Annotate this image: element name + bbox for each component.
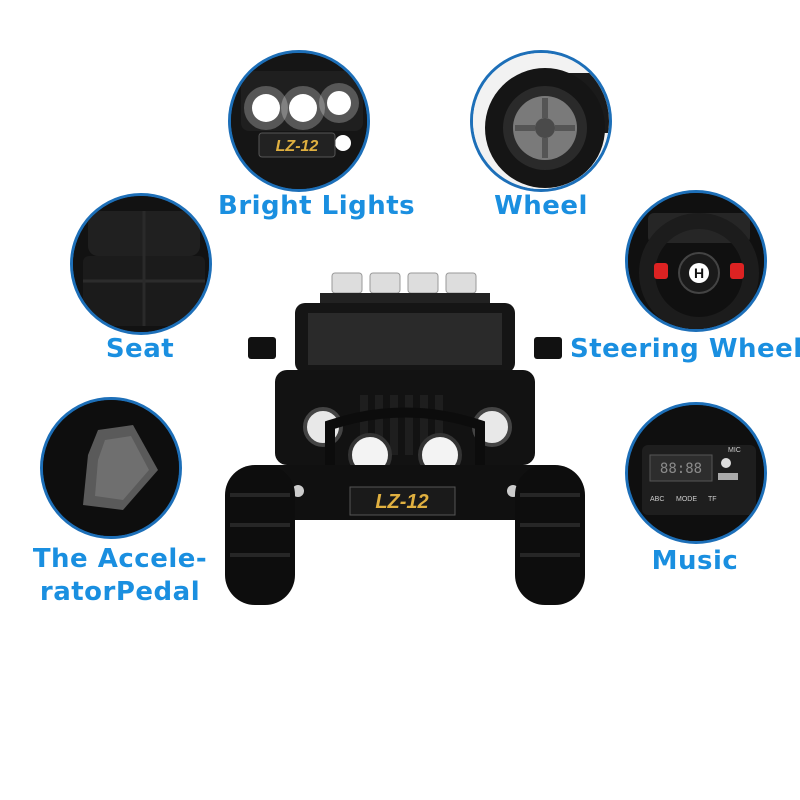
accelerator-pedal-label-line2: ratorPedal: [39, 576, 201, 607]
seat-label: Seat: [105, 334, 175, 364]
music-panel-tf: TF: [708, 496, 717, 503]
music-panel-abc: ABC: [650, 496, 664, 503]
svg-text:H: H: [694, 265, 704, 281]
accelerator-pedal-label-line1: The Accele-: [32, 544, 208, 574]
wheel-label: Wheel: [494, 191, 588, 221]
license-plate: LZ-12: [375, 491, 428, 513]
music-panel-photo: 88:88 ABC MODE TF MIC: [625, 402, 767, 544]
wheel-photo: [470, 50, 612, 192]
music-label: Music: [651, 546, 739, 576]
steering-wheel-photo: H: [625, 190, 767, 332]
seat-photo: [70, 193, 212, 335]
accelerator-pedal-label: The Accele- ratorPedal: [30, 543, 210, 608]
lights-badge-text: LZ-12: [276, 138, 319, 155]
steering-wheel-label: Steering Wheel: [570, 334, 800, 364]
accelerator-pedal-photo: [40, 397, 182, 539]
svg-text:88:88: 88:88: [660, 461, 702, 477]
bright-lights-photo: LZ-12: [228, 50, 370, 192]
music-panel-mode: MODE: [676, 496, 697, 503]
ride-on-jeep-image: LZ-12: [220, 265, 590, 615]
bright-lights-label: Bright Lights: [218, 191, 416, 221]
music-panel-mic: MIC: [728, 447, 741, 454]
